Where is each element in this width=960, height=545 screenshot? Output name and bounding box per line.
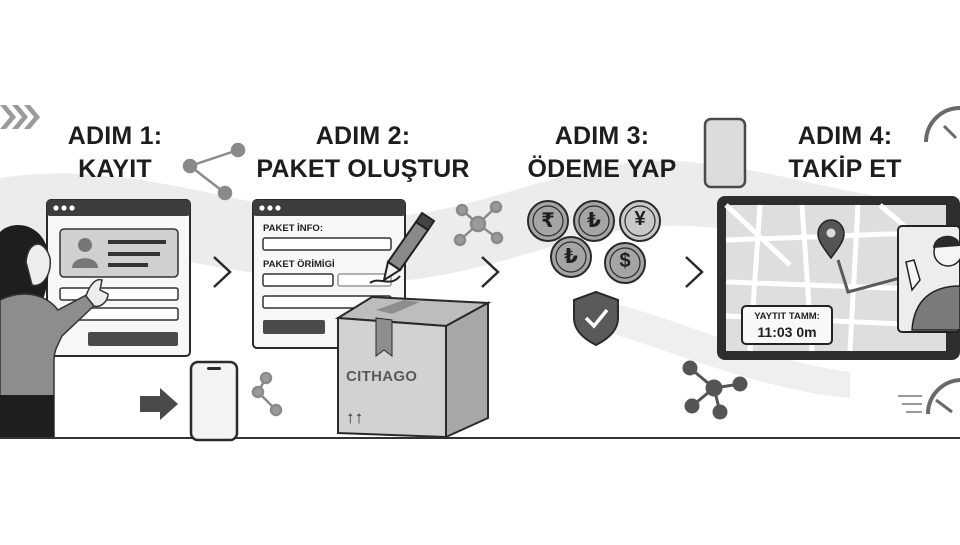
smartphone-icon xyxy=(703,117,747,189)
step-1-title: ADIM 1: KAYIT xyxy=(40,120,190,186)
gauge-icon xyxy=(924,106,960,143)
currency-coins xyxy=(527,200,661,284)
arrow-right-icon xyxy=(140,388,178,420)
lira-coin-icon: ₺ xyxy=(564,246,578,268)
step-1-name: KAYIT xyxy=(78,155,152,183)
step-4-label: ADIM 4: xyxy=(797,122,893,150)
lira-coin-icon: ₺ xyxy=(587,210,601,232)
network-icon xyxy=(682,360,748,420)
package-brand-label: CITHAGO xyxy=(346,368,418,385)
yen-coin-icon: ¥ xyxy=(634,208,646,230)
this-side-up-arrows: ↑↑ xyxy=(346,408,364,427)
package-option-label: PAKET ÖRİMİGİ xyxy=(263,259,335,270)
shield-check-icon xyxy=(573,290,619,347)
step-2-name: PAKET OLUŞTUR xyxy=(256,155,470,183)
step-4-name: TAKİP ET xyxy=(788,155,902,183)
step-4-title: ADIM 4: TAKİP ET xyxy=(770,120,920,186)
chevrons-icon xyxy=(0,105,40,129)
eta-time: 11:03 0m xyxy=(757,324,817,340)
gauge-icon xyxy=(898,378,960,415)
rupee-coin-icon: ₹ xyxy=(541,210,555,232)
chevron-right-icon xyxy=(685,256,704,288)
ground-line xyxy=(0,437,960,439)
step-3-label: ADIM 3: xyxy=(554,122,650,150)
network-icon xyxy=(453,200,504,247)
map-pin-icon xyxy=(817,219,845,260)
network-icon xyxy=(251,371,283,417)
step-2-title: ADIM 2: PAKET OLUŞTUR xyxy=(245,120,481,186)
network-icon xyxy=(182,142,246,201)
step-2-label: ADIM 2: xyxy=(315,122,411,150)
registration-browser-window xyxy=(46,199,191,357)
person-woman xyxy=(0,225,109,438)
smartphone-icon xyxy=(189,360,239,442)
package-info-label: PAKET İNFO: xyxy=(263,223,323,234)
package-box xyxy=(334,295,492,439)
dollar-coin-icon: $ xyxy=(619,250,631,272)
step-3-name: ÖDEME YAP xyxy=(527,155,677,183)
chevron-right-icon xyxy=(213,256,232,288)
pen-icon xyxy=(369,211,436,284)
chevron-right-icon xyxy=(481,256,500,288)
step-3-title: ADIM 3: ÖDEME YAP xyxy=(510,120,694,186)
eta-label: YAYTIT TAMM: xyxy=(754,311,820,322)
video-call-inset xyxy=(897,225,960,333)
step-1-label: ADIM 1: xyxy=(67,122,163,150)
tracking-tablet xyxy=(717,196,960,360)
